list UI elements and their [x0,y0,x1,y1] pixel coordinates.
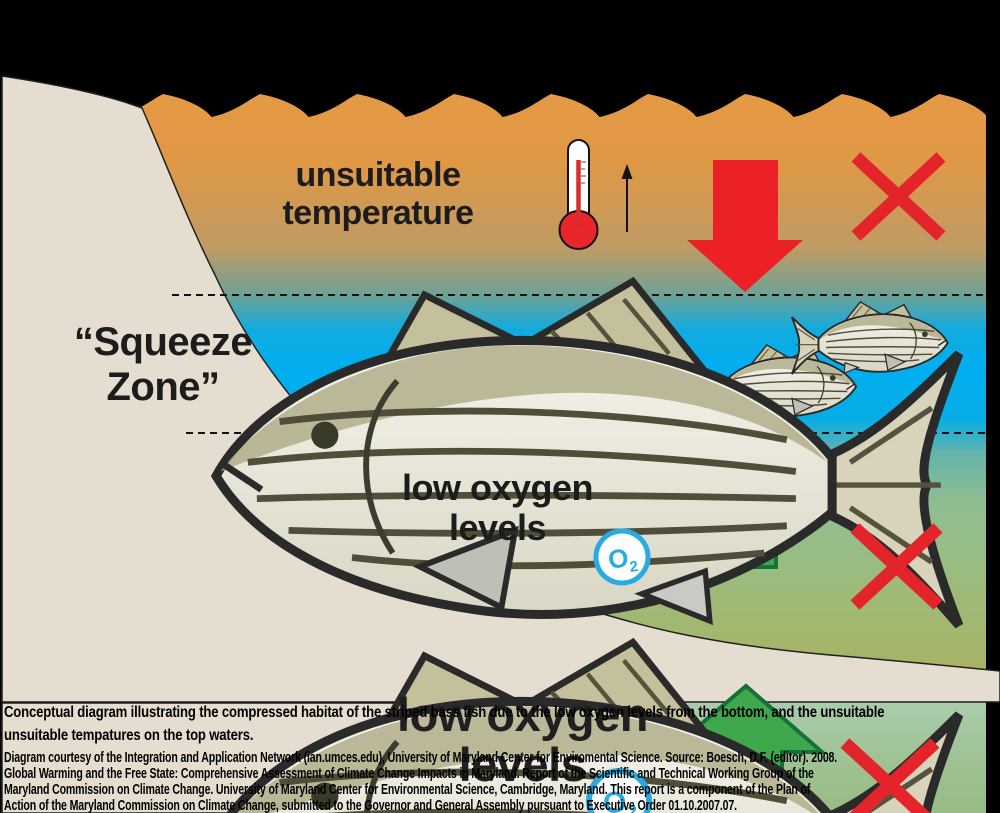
water-surface-waves [0,0,1000,117]
oxygen-label-line2: levels [448,507,547,549]
caption-credit-line4: Action of the Maryland Commission on Cli… [4,798,737,813]
o2-icon-bottom: O2 [586,768,652,813]
low-oxygen-label: low oxygen levels [385,467,610,549]
right-border [986,0,1000,813]
oxygen-bottom-line2: levels [458,737,587,791]
red-down-arrow [687,160,803,292]
o2-icon: O2 [593,528,651,586]
caption-credit-line1: Diagram courtesy of the Integration and … [4,750,838,766]
unsuitable-temperature-label: unsuitable temperature [248,156,508,232]
oxygen-bottom-line1: low oxygen [397,688,648,741]
caption-description-line1: Conceptual diagram illustrating the comp… [4,704,885,721]
crossed-fish-bottom [840,738,940,813]
squeeze-label-line2: Zone” [106,364,220,409]
oxygen-label-line1: low oxygen [401,467,594,508]
left-border [0,0,2,813]
temperature-rise-arrow [621,164,633,232]
temperature-label-line1: unsuitable [295,156,461,194]
low-oxygen-label-bottom: low oxygen levels [390,690,655,790]
crossed-fish-oxygen [216,523,959,813]
thermometer-icon [558,139,599,250]
caption-credit-line3: Maryland Commission on Climate Change. U… [4,782,811,798]
squeeze-zone-label: “Squeeze Zone” [48,320,278,410]
squeeze-label-line1: “Squeeze [73,320,253,364]
caption-credit-line2: Global Warming and the Free State: Compr… [4,766,814,782]
svg-text:O2: O2 [606,541,639,579]
caption-description-line2: unsuitable tempatures on the top waters. [4,727,254,744]
crossed-fish-temperature [216,152,959,625]
svg-text:O2: O2 [601,784,639,813]
temperature-label-line2: temperature [282,194,474,233]
